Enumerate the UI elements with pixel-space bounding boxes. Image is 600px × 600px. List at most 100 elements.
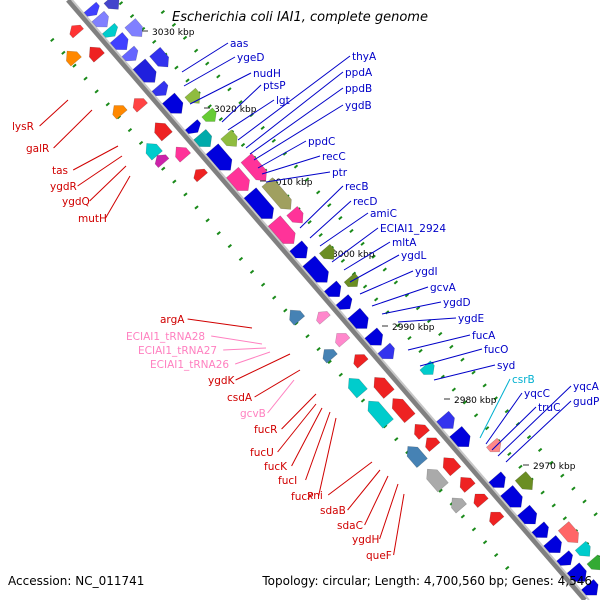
leader-line-ygdl — [349, 254, 400, 283]
tick-label: 2980 kbp — [454, 396, 497, 406]
gene-label-quef: queF — [366, 550, 392, 562]
gc-dot — [249, 269, 255, 274]
feature-arrow — [240, 152, 267, 181]
gene-label-nudh: nudH — [253, 68, 281, 80]
gc-dot — [129, 14, 135, 19]
gc-dot — [551, 503, 556, 508]
leader-line-ygdq — [89, 165, 127, 202]
gc-dot — [216, 74, 221, 79]
gc-dot — [504, 409, 510, 414]
feature-arrow — [149, 46, 169, 68]
leader-line-gudp — [505, 400, 572, 463]
feature-arrow — [145, 143, 163, 161]
leader-line-ygdd — [381, 301, 442, 315]
gene-label-ptr: ptr — [332, 167, 348, 179]
gc-dot — [449, 344, 454, 349]
gc-dot — [396, 323, 401, 328]
gene-label-fuco: fucO — [484, 344, 508, 356]
gene-label-galr: galR — [26, 143, 49, 155]
leader-line-ygdh — [379, 483, 399, 540]
gc-dot — [338, 216, 343, 221]
gc-dot — [138, 140, 144, 146]
leader-line-csrb — [479, 378, 511, 439]
gc-dot — [482, 383, 487, 388]
gc-dot — [171, 22, 177, 27]
gc-dot — [105, 102, 110, 107]
gc-dot — [72, 63, 77, 68]
gene-label-csda: csdA — [227, 392, 253, 404]
gc-dot — [340, 258, 346, 263]
leader-line-ygde — [397, 317, 457, 323]
gc-dot — [227, 87, 232, 92]
leader-line-fuck — [291, 407, 323, 467]
gc-dot — [537, 447, 543, 452]
gene-label-xni: xni — [307, 490, 323, 502]
gene-label-fucu: fucU — [250, 447, 274, 459]
gene-label-ppdb: ppdB — [345, 83, 372, 95]
gc-dot — [174, 65, 179, 70]
gene-label-recb: recB — [345, 181, 369, 193]
gene-label-amic: amiC — [370, 208, 397, 220]
genome-backbone — [66, 0, 587, 600]
feature-arrow — [486, 437, 502, 453]
feature-arrow — [91, 10, 109, 28]
feature-arrow — [348, 377, 368, 399]
leader-line-ygdr — [77, 155, 123, 187]
map-title: Escherichia coli IAI1, complete genome — [172, 10, 428, 25]
gene-label-ygdb: ygdB — [345, 100, 372, 112]
feature-arrow — [425, 437, 441, 452]
gc-dot — [307, 220, 312, 225]
gene-label-lysr: lysR — [12, 121, 34, 133]
leader-line-gcva — [371, 286, 429, 307]
feature-arrow — [557, 521, 579, 544]
gc-dot — [193, 48, 199, 53]
gc-dot — [507, 451, 512, 457]
leader-line-eciai1-trna26 — [235, 351, 271, 365]
gc-dot — [382, 267, 387, 272]
gc-dot — [316, 190, 321, 195]
gc-dot — [560, 473, 565, 478]
gc-dot — [260, 125, 265, 130]
feature-arrow — [531, 521, 549, 538]
gc-dot — [571, 486, 576, 491]
leader-line-recd — [309, 200, 352, 239]
leader-line-eciai1-2924 — [331, 227, 379, 263]
feature-arrow — [517, 504, 538, 525]
gc-dot — [127, 128, 133, 133]
gc-dot — [371, 254, 376, 259]
gc-dot — [205, 61, 210, 66]
gc-dot — [471, 370, 476, 375]
gc-dot — [505, 565, 510, 571]
leader-line-ptsp — [221, 84, 262, 123]
feature-arrow — [83, 1, 100, 17]
feature-arrow — [335, 294, 353, 310]
gc-dot — [216, 231, 221, 236]
gene-label-ygdl: ygdL — [401, 250, 427, 262]
feature-arrow — [367, 400, 394, 429]
accession-text: Accession: NC_011741 — [8, 574, 145, 588]
gc-dot — [482, 540, 488, 545]
feature-arrow — [473, 493, 489, 508]
feature-arrow — [267, 215, 296, 244]
feature-arrow — [500, 485, 523, 508]
gc-dot — [240, 142, 246, 147]
feature-arrow — [151, 80, 169, 97]
feature-arrow — [243, 187, 275, 219]
gc-dot — [582, 499, 587, 504]
leader-line-arga — [187, 318, 253, 329]
gene-label-ppdc: ppdC — [308, 136, 335, 148]
leader-line-xni — [327, 461, 373, 496]
feature-arrow — [289, 309, 306, 326]
feature-arrow — [556, 550, 573, 566]
gc-dot — [152, 39, 157, 44]
gc-dot — [260, 282, 266, 287]
gene-label-sdac: sdaC — [337, 520, 363, 532]
feature-arrow — [66, 50, 82, 67]
gc-dot — [227, 243, 232, 249]
gc-dot — [194, 205, 199, 210]
leader-line-ppdc — [257, 140, 307, 169]
gc-dot — [484, 426, 490, 431]
gc-dot — [238, 100, 243, 105]
feature-arrow — [574, 540, 591, 557]
